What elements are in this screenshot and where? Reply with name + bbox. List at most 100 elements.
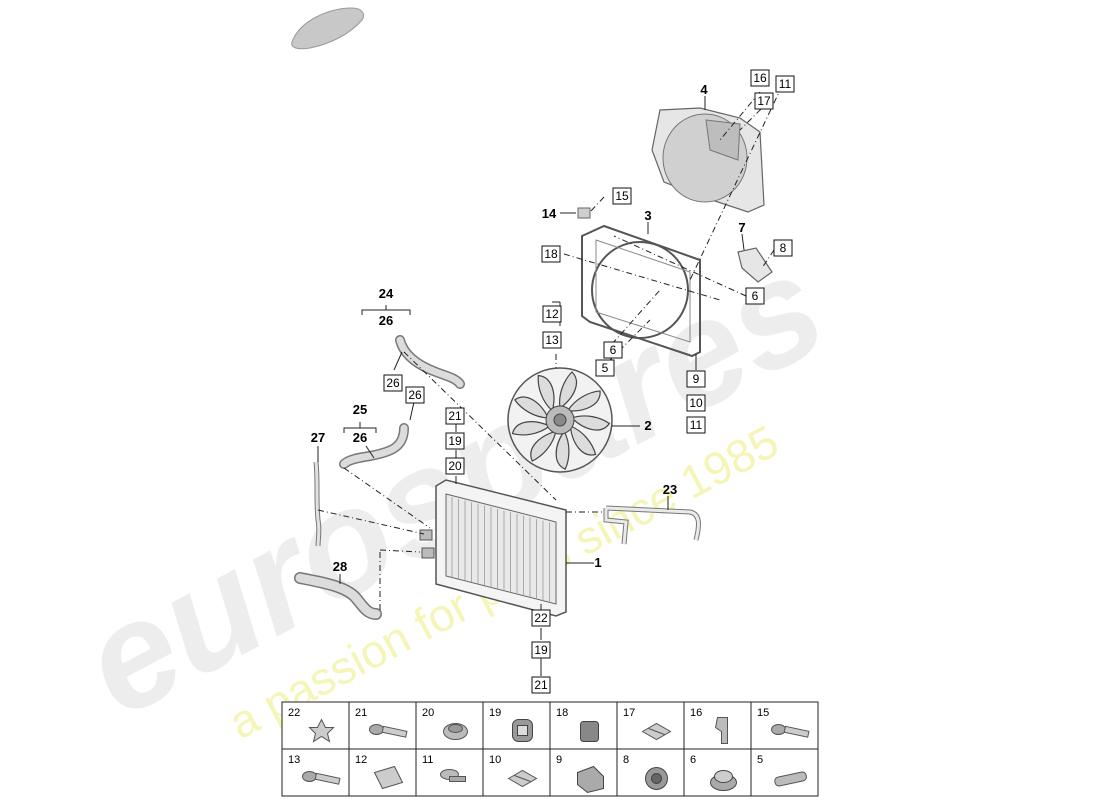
part-clip2-icon (507, 769, 538, 788)
part-plate-icon (373, 765, 404, 790)
svg-text:13: 13 (545, 333, 559, 347)
callout-box-11-bottom: 11 (686, 416, 706, 434)
svg-text:11: 11 (779, 77, 792, 91)
parts-grid-cell-number: 17 (623, 707, 635, 719)
label-part-14: 14 (542, 206, 557, 221)
fan-blade (569, 425, 597, 456)
pipe-23 (603, 505, 701, 545)
parts-grid-cell-number: 19 (489, 707, 501, 719)
fan-blade (570, 415, 611, 431)
svg-text:22: 22 (534, 611, 548, 625)
fan-blade (559, 371, 577, 410)
callout-box-6-left: 6 (603, 341, 623, 359)
parts-grid-cell: 18 (549, 701, 618, 750)
label-part-26-middle: 26 (353, 430, 367, 445)
clip-14 (577, 207, 591, 219)
callout-box-12: 12 (542, 305, 562, 323)
label-part-2: 2 (644, 418, 651, 433)
label-part-27: 27 (311, 430, 325, 445)
part-bolt-icon (771, 724, 810, 738)
svg-text:15: 15 (615, 189, 629, 203)
parts-grid-cell: 8 (616, 748, 685, 797)
fan-blade (566, 390, 601, 412)
parts-grid-cell-number: 20 (422, 707, 434, 719)
svg-text:6: 6 (752, 289, 759, 303)
fan-blade (513, 396, 550, 419)
radiator (419, 479, 567, 617)
svg-text:16: 16 (753, 71, 767, 85)
part-cyl-icon (774, 771, 807, 787)
parts-grid-cell: 20 (415, 701, 484, 750)
callout-box-21-bottom: 21 (531, 676, 551, 694)
parts-grid-cell-number: 13 (288, 754, 300, 766)
parts-grid-cell: 15 (750, 701, 819, 750)
callout-box-9: 9 (686, 370, 706, 388)
callout-box-22: 22 (531, 609, 551, 627)
parts-grid-cell: 21 (348, 701, 417, 750)
svg-text:10: 10 (689, 396, 703, 410)
part-grommet-icon (710, 770, 737, 791)
parts-grid-cell: 5 (750, 748, 819, 797)
parts-grid-cell-number: 6 (690, 754, 696, 766)
label-part-4: 4 (700, 82, 708, 97)
fan-blade (537, 374, 555, 412)
parts-grid-cell: 16 (683, 701, 752, 750)
fan-blade (530, 430, 557, 462)
cooling-fan (507, 367, 613, 473)
part-bracket-icon (714, 717, 728, 744)
callout-box-18: 18 (541, 245, 561, 263)
hose-middle-25 (339, 423, 409, 469)
svg-text:18: 18 (544, 247, 558, 261)
part-clip2-icon (641, 722, 672, 741)
callout-box-13: 13 (542, 331, 562, 349)
bracket-7 (737, 247, 773, 283)
parts-grid-cell: 9 (549, 748, 618, 797)
callout-box-15: 15 (612, 187, 632, 205)
callout-box-19-bottom: 19 (531, 641, 551, 659)
parts-grid-cell: 10 (482, 748, 551, 797)
parts-grid-cell: 19 (482, 701, 551, 750)
parts-grid-cell-number: 18 (556, 707, 568, 719)
part-bolt-icon (369, 724, 408, 738)
label-part-3: 3 (644, 208, 651, 223)
parts-grid-cell-number: 16 (690, 707, 702, 719)
svg-text:21: 21 (534, 678, 548, 692)
part-star-icon (308, 718, 335, 743)
label-part-25: 25 (353, 402, 367, 417)
parts-grid-cell-number: 11 (422, 754, 433, 766)
svg-text:19: 19 (534, 643, 548, 657)
label-part-28: 28 (333, 559, 347, 574)
svg-text:5: 5 (602, 361, 609, 375)
callout-box-26-b: 26 (405, 386, 425, 404)
svg-text:26: 26 (386, 376, 400, 390)
callout-box-21-top: 21 (445, 407, 465, 425)
label-part-23: 23 (663, 482, 677, 497)
parts-grid-cell-number: 5 (757, 754, 763, 766)
svg-text:17: 17 (757, 94, 771, 108)
callout-box-8: 8 (773, 239, 793, 257)
svg-text:20: 20 (448, 459, 462, 473)
label-part-1: 1 (594, 555, 601, 570)
callout-box-20: 20 (445, 457, 465, 475)
part-nut-icon (580, 721, 599, 742)
callout-box-16: 16 (750, 69, 770, 87)
hose-upper-24 (395, 335, 465, 389)
parts-grid-cell-number: 9 (556, 754, 562, 766)
part-bolt-icon (302, 771, 341, 785)
part-block-icon (577, 765, 604, 794)
parts-grid-cell: 13 (281, 748, 350, 797)
fan-shroud-rear (651, 107, 765, 213)
svg-text:6: 6 (610, 343, 617, 357)
svg-text:19: 19 (448, 434, 462, 448)
label-part-7: 7 (738, 220, 745, 235)
parts-grid-cell-number: 10 (489, 754, 501, 766)
callout-box-17: 17 (754, 92, 774, 110)
svg-text:12: 12 (545, 307, 559, 321)
svg-text:11: 11 (690, 418, 703, 432)
car-silhouette-icon (291, 7, 365, 50)
hose-lower-28 (294, 572, 382, 620)
label-part-24: 24 (379, 286, 394, 301)
parts-grid-cell-number: 22 (288, 707, 300, 719)
